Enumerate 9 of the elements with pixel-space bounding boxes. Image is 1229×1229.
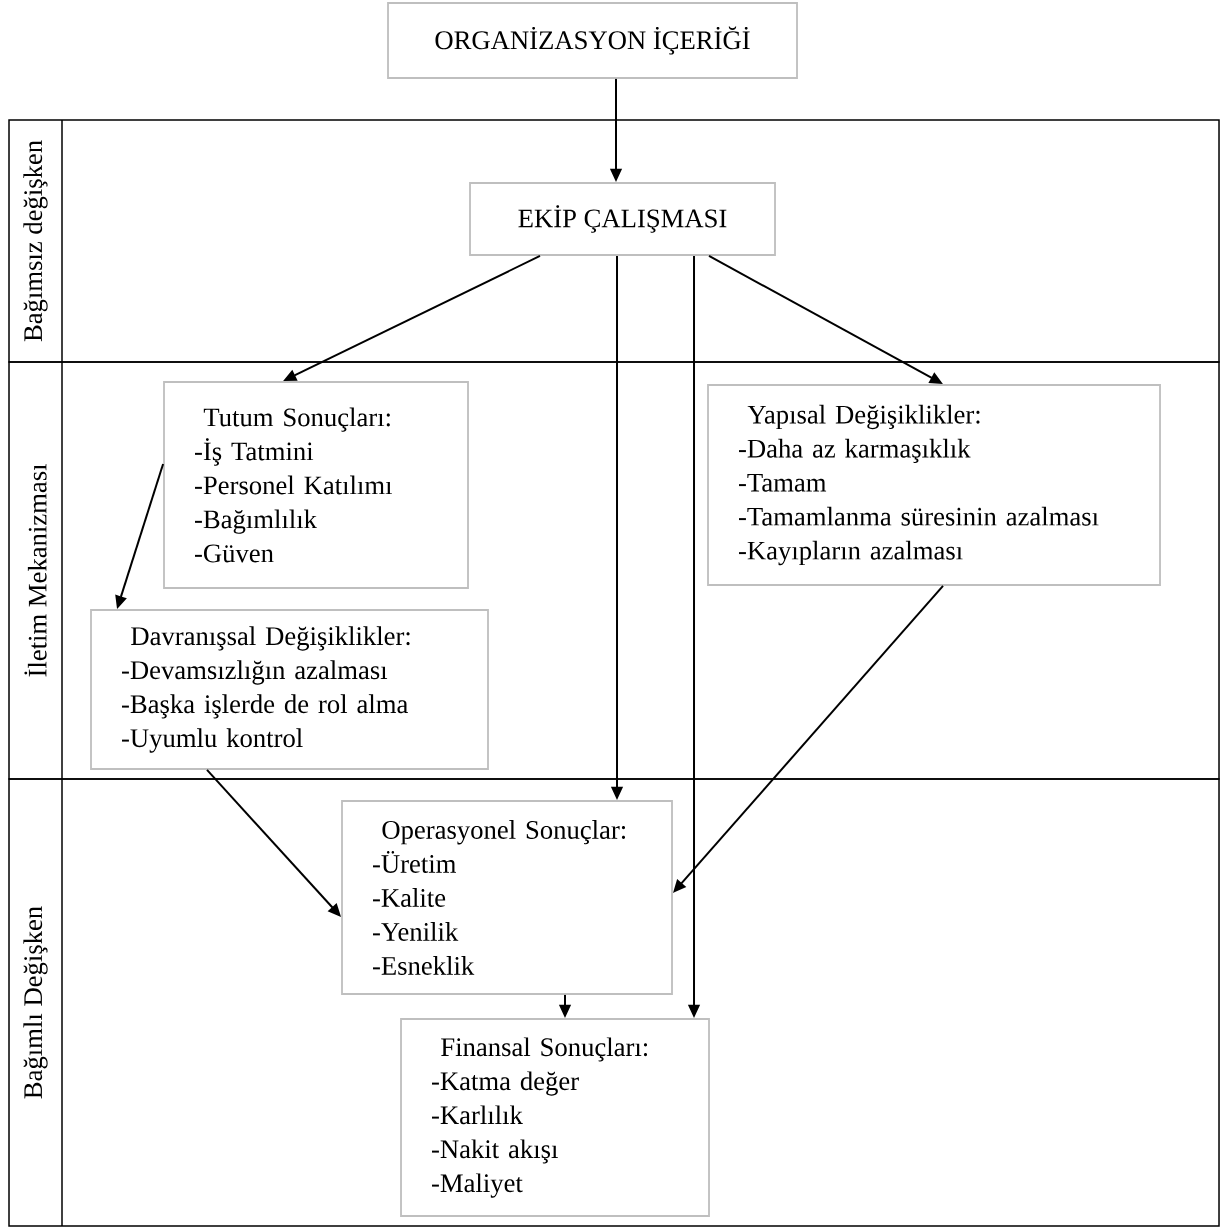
list-box: Operasyonel Sonuçlar: -Üretim -Kalite -Yenilik -Esneklik — [341, 800, 673, 995]
list-box: Tutum Sonuçları: -İş Tatmini -Personel Katılımı -Bağımlılık -Güven — [163, 381, 469, 589]
list-box: Davranışsal Değişiklikler: -Devamsızlığın azalması -Başka işlerde de rol alma -Uyumlu kontrol — [90, 609, 489, 770]
arrow — [673, 584, 944, 893]
concept-box: EKİP ÇALIŞMASI — [469, 182, 776, 256]
arrow — [206, 768, 341, 917]
list-box: Finansal Sonuçları: -Katma değer -Karlılık -Nakit akışı -Maliyet — [400, 1018, 710, 1217]
title-box: ORGANİZASYON İÇERİĞİ — [387, 2, 798, 79]
list-box: Yapısal Değişiklikler: -Daha az karmaşıklık -Tamam -Tamamlanma süresinin azalması -Kayıpların azalması — [707, 384, 1161, 586]
